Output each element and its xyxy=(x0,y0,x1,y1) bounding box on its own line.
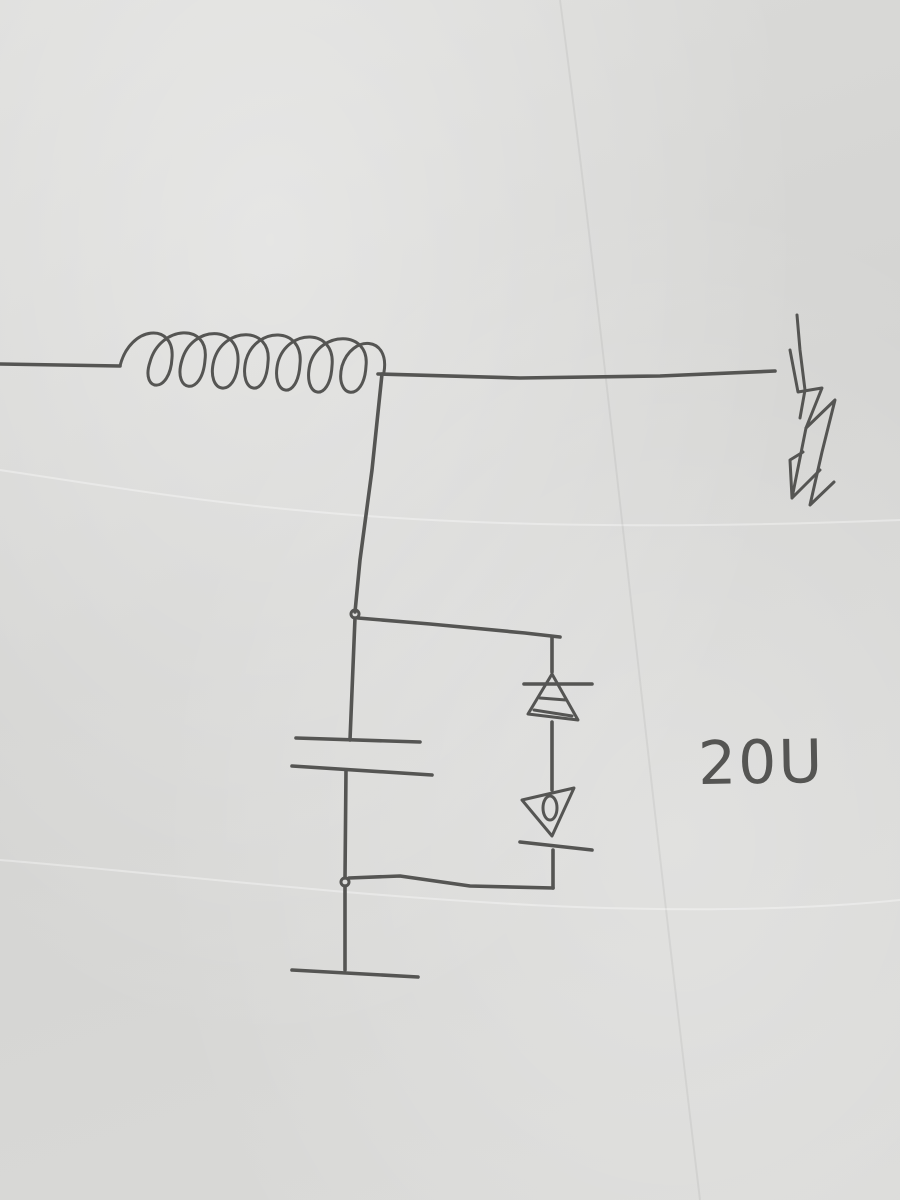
input-wire xyxy=(0,362,122,368)
upper-diode-triangle xyxy=(526,672,580,722)
paper-crease xyxy=(0,469,900,527)
capacitor-plate-bottom xyxy=(290,764,434,777)
output-arrow-zigzag-icon xyxy=(804,398,837,507)
capacitor-plate-top xyxy=(294,736,422,744)
lower-diode-cathode-bar xyxy=(518,840,594,852)
output-arrow-zigzag-icon xyxy=(788,348,824,500)
output-wire xyxy=(376,369,777,380)
ground-bar xyxy=(290,968,420,979)
lower-diode-shading xyxy=(541,794,559,822)
output-arrow-stem xyxy=(795,313,807,420)
lower-diode-triangle xyxy=(520,786,576,838)
paper-crease xyxy=(0,859,900,911)
inductor-coil xyxy=(118,331,387,394)
drop-wire xyxy=(353,372,384,614)
upper-diode-shading xyxy=(532,696,574,718)
capacitor-lead-top xyxy=(348,616,357,742)
diode-branch-top xyxy=(356,616,562,639)
capacitor-lead-bottom xyxy=(343,768,348,880)
diode-branch-bottom xyxy=(347,874,555,890)
paper-crease xyxy=(559,0,701,1200)
voltage-label: 20U xyxy=(697,726,825,800)
